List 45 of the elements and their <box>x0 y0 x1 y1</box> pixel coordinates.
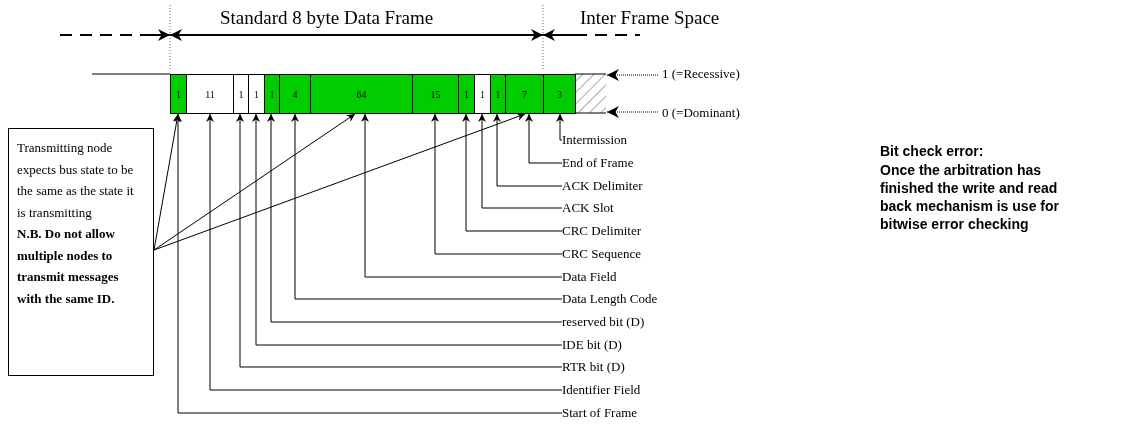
leader-arrow <box>291 113 563 300</box>
leader-arrow <box>206 113 563 391</box>
note-text: Transmitting node expects bus state to be the same as the state it is transmitting <box>17 139 135 222</box>
leader-arrow <box>493 113 563 187</box>
frame-title: Standard 8 byte Data Frame <box>220 10 434 26</box>
bit-field: 64 <box>310 74 413 114</box>
field-name-label: ACK Delimiter <box>562 178 643 194</box>
leader-arrow <box>431 113 563 255</box>
hatched-area <box>574 73 607 114</box>
note-box <box>8 128 154 376</box>
field-name-label: CRC Delimiter <box>562 223 642 239</box>
leader-arrow <box>525 113 563 164</box>
bit-field: 3 <box>543 74 576 114</box>
level-label: 0 (=Dominant) <box>662 105 740 121</box>
leader-arrow <box>153 113 356 251</box>
level-label: 1 (=Recessive) <box>662 66 740 82</box>
level-arrow <box>606 69 659 81</box>
section-title: Inter Frame Space <box>580 10 720 26</box>
note-heading: Bit check error: <box>880 143 984 159</box>
field-name-label: reserved bit (D) <box>562 314 645 330</box>
field-name-label: End of Frame <box>562 155 634 171</box>
bit-field: 11 <box>186 74 234 114</box>
field-name-label: Start of Frame <box>562 405 638 421</box>
leader-arrow <box>462 113 563 232</box>
leader-arrow <box>556 113 564 141</box>
field-name-label: IDE bit (D) <box>562 337 622 353</box>
field-name-label: CRC Sequence <box>562 246 642 262</box>
field-name-label: ACK Slot <box>562 200 614 216</box>
level-arrow <box>606 106 659 118</box>
bit-field: 1 <box>233 74 249 114</box>
bit-field: 4 <box>279 74 311 114</box>
bit-field: 1 <box>490 74 506 114</box>
bit-field: 7 <box>505 74 544 114</box>
warning-text: N.B. Do not allow multiple nodes to transmit messages with the same ID. <box>17 225 120 308</box>
field-name-label: Intermission <box>562 132 627 148</box>
bit-field: 15 <box>412 74 459 114</box>
leader-arrow <box>361 113 563 278</box>
leader-arrow <box>174 113 563 414</box>
field-name-label: Identifier Field <box>562 382 641 398</box>
field-name-label: Data Length Code <box>562 291 658 307</box>
leader-arrow <box>153 113 526 251</box>
bit-field: 1 <box>264 74 280 114</box>
field-name-label: Data Field <box>562 269 617 285</box>
field-name-label: RTR bit (D) <box>562 359 625 375</box>
leader-arrow <box>478 113 563 209</box>
